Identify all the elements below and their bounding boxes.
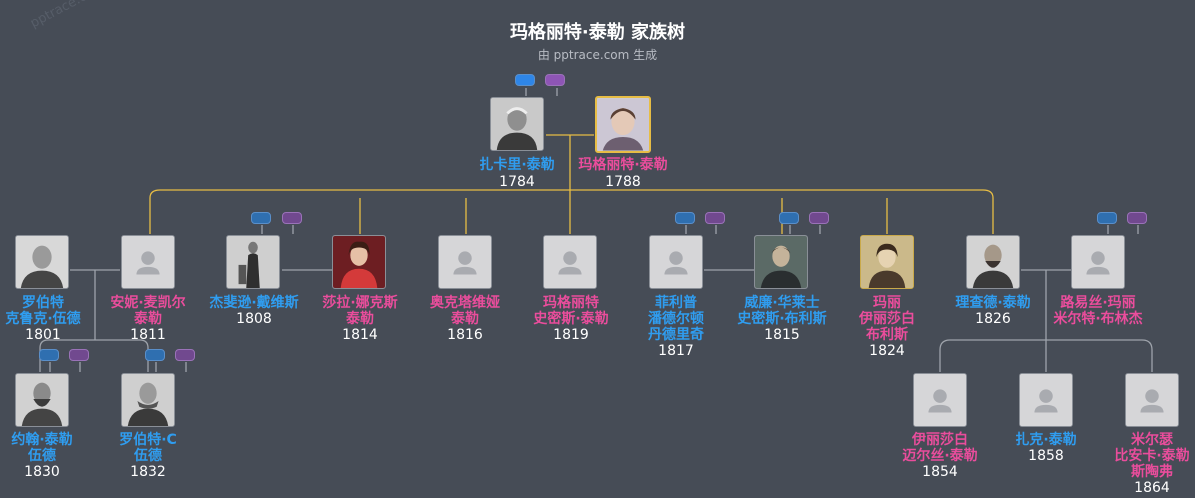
portrait-photo bbox=[860, 235, 914, 289]
person-name: 安妮·麦凯尔泰勒 bbox=[110, 295, 186, 327]
expand-toggle-purple[interactable] bbox=[705, 212, 725, 224]
expand-toggle-blue[interactable] bbox=[145, 349, 165, 361]
portrait-photo bbox=[15, 373, 69, 427]
placeholder-avatar-icon bbox=[1019, 373, 1073, 427]
placeholder-avatar-icon bbox=[1125, 373, 1179, 427]
birth-year: 1830 bbox=[24, 464, 60, 480]
expand-toggle-purple[interactable] bbox=[809, 212, 829, 224]
person-name: 罗伯特克鲁克·伍德 bbox=[5, 295, 81, 327]
expand-toggle-purple[interactable] bbox=[545, 74, 565, 86]
person-name: 扎克·泰勒 bbox=[1015, 432, 1077, 448]
birth-year: 1832 bbox=[130, 464, 166, 480]
expand-toggle-blue[interactable] bbox=[39, 349, 59, 361]
person-name: 玛格丽特·泰勒 bbox=[578, 157, 668, 173]
portrait-photo bbox=[595, 96, 651, 153]
person-name: 伊丽莎白迈尔丝·泰勒 bbox=[902, 432, 978, 464]
tree-title: 玛格丽特·泰勒 家族树 bbox=[509, 22, 686, 43]
placeholder-avatar-icon bbox=[913, 373, 967, 427]
birth-year: 1864 bbox=[1134, 480, 1170, 496]
expand-toggle-blue[interactable] bbox=[779, 212, 799, 224]
birth-year: 1788 bbox=[605, 174, 641, 190]
person-name: 玛丽伊丽莎白布利斯 bbox=[859, 295, 915, 343]
expand-toggle-purple[interactable] bbox=[69, 349, 89, 361]
placeholder-avatar-icon bbox=[543, 235, 597, 289]
expand-toggle-purple[interactable] bbox=[1127, 212, 1147, 224]
person-name: 杰斐逊·戴维斯 bbox=[209, 295, 299, 311]
birth-year: 1826 bbox=[975, 311, 1011, 327]
birth-year: 1816 bbox=[447, 327, 483, 343]
birth-year: 1854 bbox=[922, 464, 958, 480]
expand-toggle-blue[interactable] bbox=[515, 74, 535, 86]
expand-toggle-purple[interactable] bbox=[175, 349, 195, 361]
placeholder-avatar-icon bbox=[121, 235, 175, 289]
portrait-photo bbox=[754, 235, 808, 289]
person-name: 莎拉·娜克斯泰勒 bbox=[322, 295, 398, 327]
birth-year: 1817 bbox=[658, 343, 694, 359]
birth-year: 1801 bbox=[25, 327, 61, 343]
birth-year: 1814 bbox=[342, 327, 378, 343]
portrait-photo bbox=[15, 235, 69, 289]
birth-year: 1815 bbox=[764, 327, 800, 343]
person-name: 米尔瑟比安卡·泰勒斯陶弗 bbox=[1114, 432, 1190, 480]
expand-toggle-blue[interactable] bbox=[251, 212, 271, 224]
placeholder-avatar-icon bbox=[649, 235, 703, 289]
portrait-photo bbox=[332, 235, 386, 289]
birth-year: 1784 bbox=[499, 174, 535, 190]
person-name: 奥克塔维娅泰勒 bbox=[430, 295, 500, 327]
portrait-photo bbox=[490, 97, 544, 151]
expand-toggle-blue[interactable] bbox=[1097, 212, 1117, 224]
person-name: 菲利普潘德尔顿丹德里奇 bbox=[648, 295, 704, 343]
birth-year: 1824 bbox=[869, 343, 905, 359]
portrait-photo bbox=[226, 235, 280, 289]
tree-subtitle: 由 pptrace.com 生成 bbox=[537, 48, 658, 62]
expand-toggle-purple[interactable] bbox=[282, 212, 302, 224]
person-name: 威廉·华莱士史密斯·布利斯 bbox=[737, 295, 827, 327]
person-name: 理查德·泰勒 bbox=[955, 295, 1031, 311]
person-name: 路易丝·玛丽米尔特·布林杰 bbox=[1053, 295, 1143, 327]
placeholder-avatar-icon bbox=[438, 235, 492, 289]
expand-toggle-blue[interactable] bbox=[675, 212, 695, 224]
portrait-photo bbox=[121, 373, 175, 427]
portrait-photo bbox=[966, 235, 1020, 289]
person-name: 玛格丽特史密斯·泰勒 bbox=[533, 295, 609, 327]
birth-year: 1811 bbox=[130, 327, 166, 343]
birth-year: 1808 bbox=[236, 311, 272, 327]
person-name: 扎卡里·泰勒 bbox=[479, 157, 555, 173]
person-name: 约翰·泰勒伍德 bbox=[11, 432, 73, 464]
placeholder-avatar-icon bbox=[1071, 235, 1125, 289]
birth-year: 1819 bbox=[553, 327, 589, 343]
birth-year: 1858 bbox=[1028, 448, 1064, 464]
